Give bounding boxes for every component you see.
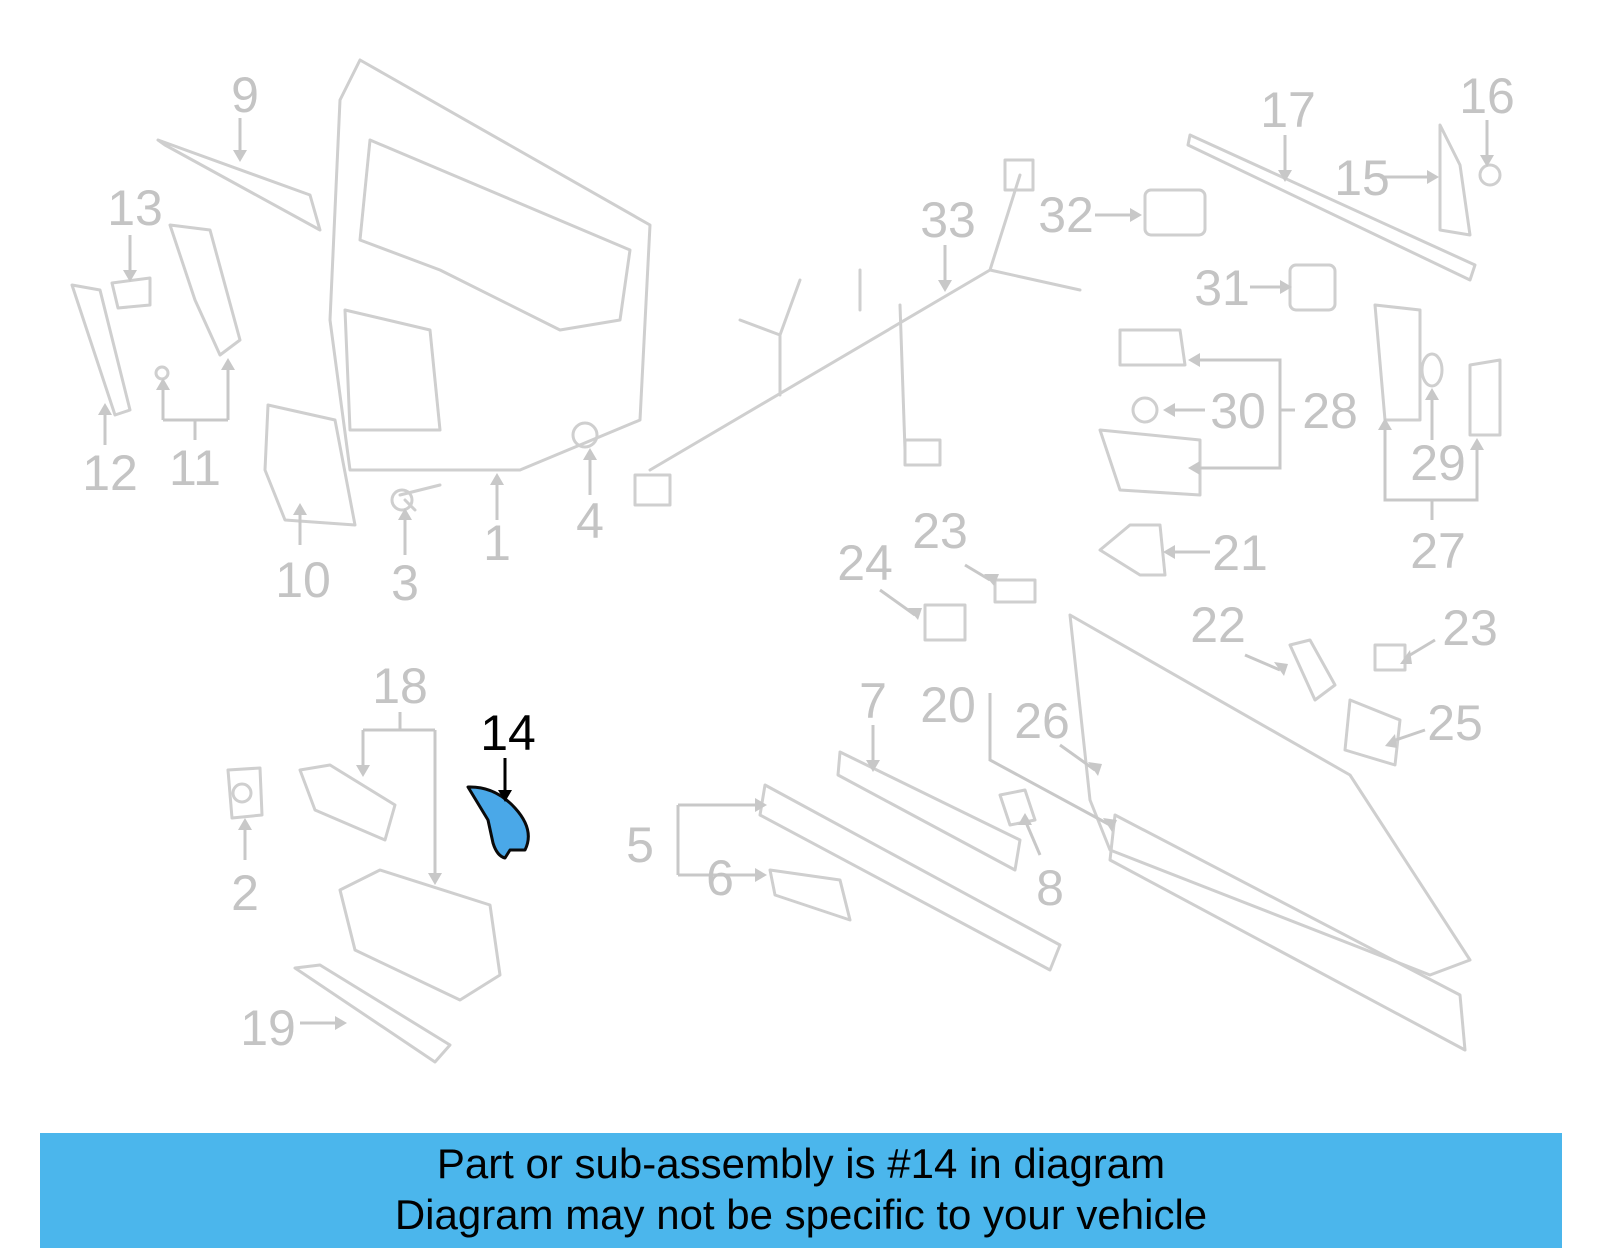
callout-28[interactable]: 28: [1302, 383, 1358, 439]
callout-17[interactable]: 17: [1260, 82, 1316, 138]
callout-14[interactable]: 14: [480, 705, 536, 761]
parts-diagram: 1 2 3 4 5 6 7 8 9 10 11 12 13 14 15 16 1…: [70, 58, 1515, 1064]
callout-1[interactable]: 1: [483, 515, 511, 571]
arrowheads: [98, 150, 1494, 1030]
part-14-highlight[interactable]: [466, 785, 530, 860]
callout-20[interactable]: 20: [920, 677, 976, 733]
callout-3[interactable]: 3: [391, 555, 419, 611]
callout-27[interactable]: 27: [1410, 523, 1466, 579]
callout-23b[interactable]: 23: [1442, 600, 1498, 656]
callout-24[interactable]: 24: [837, 535, 893, 591]
callout-7[interactable]: 7: [859, 673, 887, 729]
callout-5[interactable]: 5: [626, 817, 654, 873]
callout-29[interactable]: 29: [1410, 435, 1466, 491]
callout-13[interactable]: 13: [107, 180, 163, 236]
callout-10[interactable]: 10: [275, 552, 331, 608]
callout-labels: 1 2 3 4 5 6 7 8 9 10 11 12 13 14 15 16 1…: [82, 67, 1515, 1056]
callout-6[interactable]: 6: [706, 850, 734, 906]
callout-2[interactable]: 2: [231, 865, 259, 921]
callout-26[interactable]: 26: [1014, 693, 1070, 749]
callout-30[interactable]: 30: [1210, 383, 1266, 439]
callout-32[interactable]: 32: [1038, 187, 1094, 243]
callout-31[interactable]: 31: [1194, 260, 1250, 316]
callout-9[interactable]: 9: [231, 67, 259, 123]
callout-18[interactable]: 18: [372, 658, 428, 714]
callout-11[interactable]: 11: [169, 440, 221, 496]
leader-lines: [103, 118, 1489, 1025]
callout-22[interactable]: 22: [1190, 597, 1246, 653]
callout-16[interactable]: 16: [1459, 68, 1515, 124]
banner-line-part: Part or sub-assembly is #14 in diagram: [436, 1140, 1166, 1187]
callout-4[interactable]: 4: [576, 493, 604, 549]
callout-21[interactable]: 21: [1212, 525, 1268, 581]
callout-12[interactable]: 12: [82, 445, 138, 501]
info-banner: Part or sub-assembly is #14 in diagram D…: [40, 1133, 1562, 1248]
callout-23a[interactable]: 23: [912, 503, 968, 559]
callout-15[interactable]: 15: [1334, 150, 1390, 206]
callout-8[interactable]: 8: [1036, 860, 1064, 916]
callout-33[interactable]: 33: [920, 192, 976, 248]
callout-25[interactable]: 25: [1427, 695, 1483, 751]
banner-line-disclaimer: Diagram may not be specific to your vehi…: [394, 1191, 1208, 1238]
callout-19[interactable]: 19: [240, 1000, 296, 1056]
